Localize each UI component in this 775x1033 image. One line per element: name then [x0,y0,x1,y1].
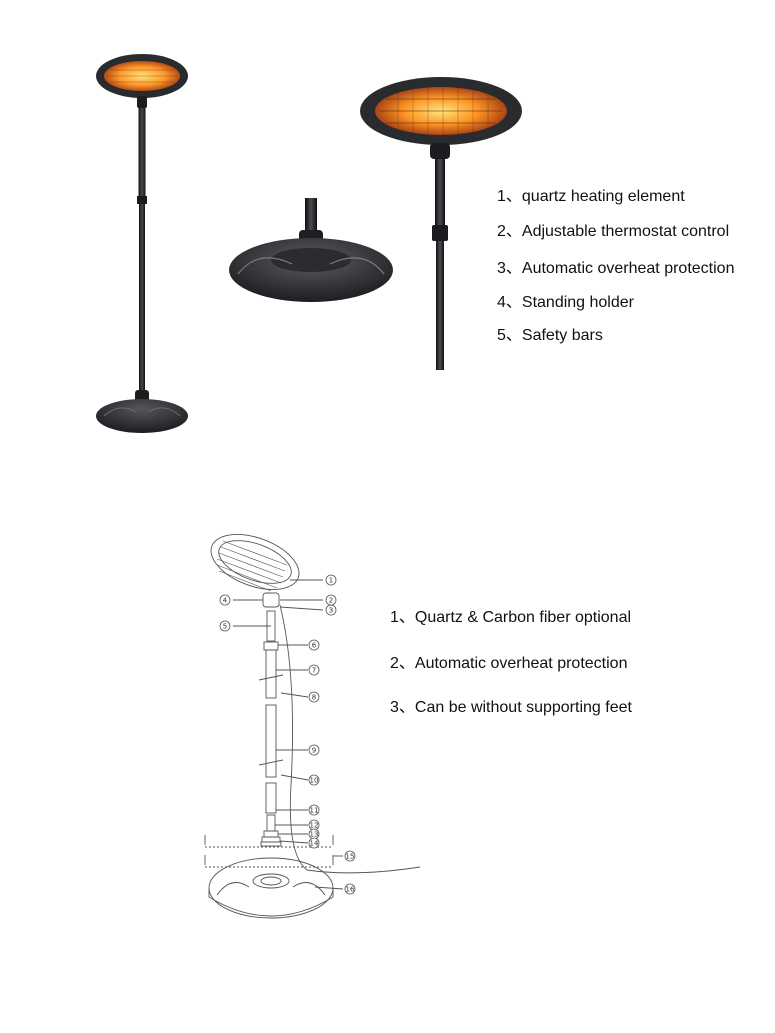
base-closeup-photo [229,198,393,302]
callout-5: 5 [223,623,227,631]
callout-4: 4 [223,597,228,605]
feature-item: 2、Adjustable thermostat control [497,223,730,240]
callout-2: 2 [329,597,333,605]
callout-12: 12 [310,822,319,830]
feature-item: 5、Safety bars [497,327,603,344]
callout-6: 6 [312,642,317,650]
feature-item: 4、Standing holder [497,294,634,311]
heater-head-closeup-photo [360,77,522,370]
feature-item: 3、Automatic overheat protection [497,260,735,277]
callout-13: 13 [310,831,319,839]
callout-15: 15 [346,853,355,861]
callout-7: 7 [312,667,316,675]
callout-10: 10 [310,777,319,785]
callout-14: 14 [310,840,319,848]
heater-full-photo [96,54,188,433]
exploded-parts-diagram: 1 2 3 4 5 6 7 8 9 10 11 12 13 14 15 16 [204,534,421,919]
callout-9: 9 [312,747,316,755]
feature-item: 1、quartz heating element [497,188,685,205]
callout-3: 3 [329,607,333,615]
feature-item: 3、Can be without supporting feet [390,699,632,716]
callout-8: 8 [312,694,316,702]
callout-11: 11 [310,807,319,815]
feature-item: 1、Quartz & Carbon fiber optional [390,609,632,626]
feature-item: 2、Automatic overheat protection [390,655,628,672]
callout-1: 1 [329,577,333,585]
callout-16: 16 [346,886,355,894]
